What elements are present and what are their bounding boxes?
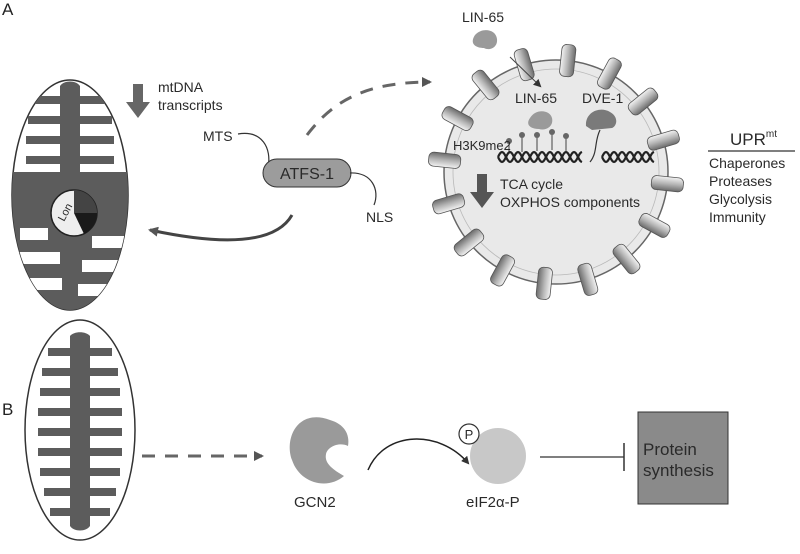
mitochondrion-b: [24, 319, 136, 541]
phosphorylation-arrow: [367, 438, 470, 471]
transcripts-label: transcripts: [158, 97, 223, 113]
import-to-nucleus-arrow: [305, 77, 432, 136]
phosphate-label: P: [465, 427, 474, 442]
upr-main: UPR: [730, 130, 766, 149]
dve1-protein: [585, 109, 617, 130]
gcn2-label: GCN2: [294, 494, 336, 511]
protein-synthesis-box: [637, 411, 729, 505]
mts-label: MTS: [203, 128, 233, 144]
gcn2-protein: [289, 417, 349, 484]
envelope-segment: [559, 44, 577, 78]
lin65-cytoplasm-label: LIN-65: [462, 9, 504, 25]
envelope-segment: [627, 87, 659, 116]
envelope-segment: [432, 193, 466, 215]
envelope-segment: [513, 48, 535, 82]
envelope-segment: [471, 69, 500, 101]
protein-synthesis-line1: Protein: [643, 440, 697, 459]
protein-synthesis-line2: synthesis: [643, 461, 714, 480]
envelope-segment: [597, 57, 622, 90]
lin65-protein-cytoplasm: [472, 30, 498, 50]
h3k9me2-label: H3K9me2: [453, 138, 511, 153]
upr-label: UPRmt: [730, 129, 777, 149]
tca-label: TCA cycle: [500, 176, 563, 192]
phosphate-icon: [458, 423, 480, 445]
nuclear-envelope-segments: [428, 44, 684, 300]
envelope-segment: [577, 262, 599, 296]
envelope-segment: [453, 228, 485, 257]
dna-strand: [601, 150, 655, 164]
upr-target: Chaperones: [709, 155, 785, 171]
lin65-nucleus-label: LIN-65: [515, 90, 557, 106]
mitochondrion-a: [11, 79, 129, 311]
upr-superscript: mt: [766, 129, 777, 140]
upr-target: Glycolysis: [709, 191, 772, 207]
dna-strand: [497, 150, 583, 164]
import-to-mitochondrion-arrow: [148, 214, 294, 242]
upr-target: Immunity: [709, 209, 766, 225]
dve1-label: DVE-1: [582, 90, 623, 106]
nls-tail: [349, 172, 377, 206]
envelope-segment: [490, 254, 515, 287]
dna-helix: [497, 150, 655, 164]
dna-strand: [497, 150, 583, 164]
dve1-tail: [589, 129, 601, 163]
upr-target: Proteases: [709, 173, 772, 189]
down-arrow-icon: [470, 174, 494, 208]
mtdna-label: mtDNA: [158, 79, 204, 95]
envelope-segment: [612, 243, 641, 275]
nls-label: NLS: [366, 209, 393, 225]
down-arrow-icon: [126, 84, 150, 118]
envelope-segment: [638, 213, 671, 238]
eif2a-p-label: eIF2α-P: [466, 494, 520, 511]
envelope-segment: [428, 151, 462, 169]
mts-tail: [237, 132, 270, 169]
envelope-segment: [650, 175, 684, 193]
panel-b-label: B: [2, 400, 13, 419]
atfs1-label: ATFS-1: [280, 166, 334, 183]
oxphos-label: OXPHOS components: [500, 194, 640, 210]
envelope-segment: [646, 129, 680, 151]
envelope-segment: [441, 106, 474, 131]
panel-a-label: A: [2, 0, 14, 19]
eif2a-protein: [470, 428, 526, 484]
dna-strand: [601, 150, 655, 164]
lin65-protein-nucleus: [528, 111, 553, 130]
envelope-segment: [535, 266, 553, 300]
lin65-entry-arrow: [509, 56, 542, 88]
